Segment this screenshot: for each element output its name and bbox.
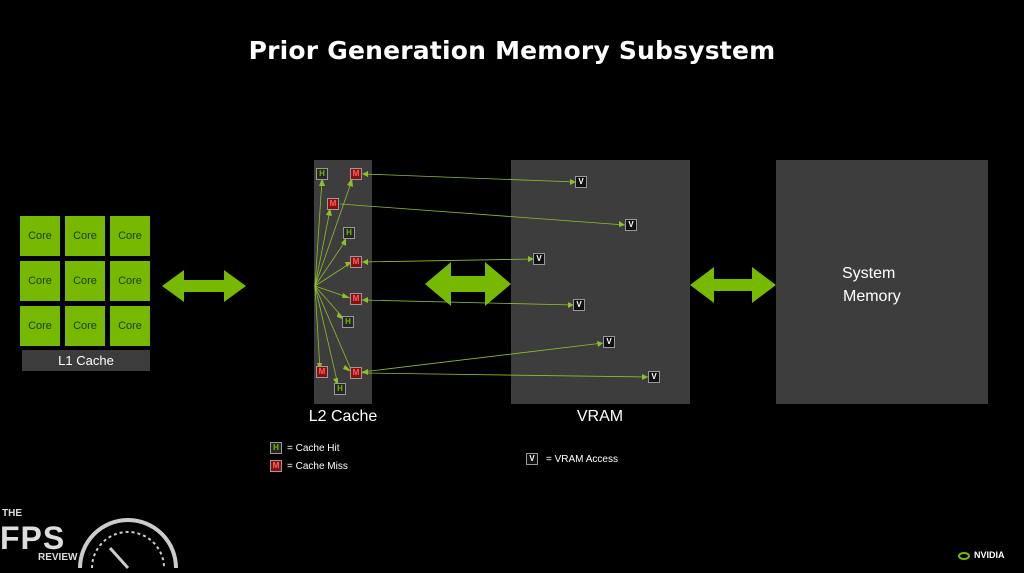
fan-arrowhead <box>343 365 352 372</box>
vram-line <box>363 173 577 183</box>
system-memory-line2: Memory <box>843 288 901 305</box>
fan-arrowhead <box>341 238 346 246</box>
core-grid: Core Core Core Core Core Core Core Core … <box>20 216 152 348</box>
vram-access-badge: V <box>603 336 615 348</box>
l2-vram-arrow <box>425 262 511 306</box>
vram-arrowhead <box>362 259 368 265</box>
vram-arrowhead <box>570 179 576 185</box>
gauge-icon <box>78 518 178 570</box>
l1-cache-label: L1 Cache <box>22 350 150 371</box>
logo-fps: FPS <box>0 520 66 556</box>
l2-cache-label: L2 Cache <box>308 408 378 425</box>
l1-l2-arrow <box>162 270 246 302</box>
vram-sysmem-arrow <box>690 267 776 303</box>
nvidia-logo: NVIDIA <box>958 550 1018 564</box>
vram-arrowhead <box>362 297 368 303</box>
core-cell: Core <box>65 261 105 301</box>
cache-miss-badge: M <box>327 198 339 210</box>
fan-line <box>314 261 353 287</box>
vram-arrowhead <box>619 221 625 227</box>
legend-hit-text: = Cache Hit <box>287 443 340 454</box>
fan-line <box>314 179 323 287</box>
vram-arrowhead <box>528 256 534 262</box>
system-memory-panel <box>776 160 988 404</box>
fan-line <box>314 239 347 287</box>
vram-line <box>361 258 535 263</box>
logo-review: REVIEW <box>38 552 78 563</box>
legend-hit-badge: H <box>270 442 282 454</box>
core-cell: Core <box>65 216 105 256</box>
core-cell: Core <box>20 216 60 256</box>
vram-arrowhead <box>568 302 574 308</box>
vram-line <box>361 342 604 373</box>
core-cell: Core <box>65 306 105 346</box>
core-cell: Core <box>110 216 150 256</box>
core-cell: Core <box>110 261 150 301</box>
system-memory-label: System Memory <box>842 262 942 308</box>
vram-panel <box>511 160 690 404</box>
fps-review-logo: THE FPS REVIEW <box>0 508 190 570</box>
fan-arrowhead <box>347 178 353 187</box>
cache-hit-badge: H <box>343 227 355 239</box>
logo-the: THE <box>2 508 22 519</box>
legend-miss-badge: M <box>270 460 282 472</box>
legend-vram-badge: V <box>526 453 538 465</box>
cache-hit-badge: H <box>334 383 346 395</box>
fan-line <box>314 179 353 287</box>
nvidia-eye-icon <box>958 552 970 560</box>
legend-miss-text: = Cache Miss <box>287 461 348 472</box>
vram-line <box>361 299 575 306</box>
legend-vram-text: = VRAM Access <box>546 454 618 465</box>
nvidia-wordmark: NVIDIA <box>974 550 1005 560</box>
fan-arrowhead <box>326 208 332 216</box>
vram-access-badge: V <box>533 253 545 265</box>
cache-miss-badge: M <box>350 256 362 268</box>
fan-line <box>314 285 321 371</box>
core-cell: Core <box>20 306 60 346</box>
cache-miss-badge: M <box>350 367 362 379</box>
vram-arrowhead <box>642 374 648 380</box>
cache-hit-badge: H <box>316 168 328 180</box>
vram-arrowhead <box>362 369 368 375</box>
cache-hit-badge: H <box>342 316 354 328</box>
vram-arrowhead <box>362 171 368 177</box>
vram-arrowhead <box>597 341 603 347</box>
vram-access-badge: V <box>573 299 585 311</box>
cache-miss-badge: M <box>350 293 362 305</box>
fan-arrowhead <box>319 178 325 186</box>
fan-line <box>314 285 353 373</box>
slide-title: Prior Generation Memory Subsystem <box>248 36 776 65</box>
core-cell: Core <box>20 261 60 301</box>
system-memory-line1: System <box>842 265 896 282</box>
vram-label: VRAM <box>576 408 624 425</box>
vram-access-badge: V <box>648 371 660 383</box>
fan-line <box>314 285 339 386</box>
vram-access-badge: V <box>575 176 587 188</box>
core-cell: Core <box>110 306 150 346</box>
vram-line <box>361 372 649 378</box>
l2-cache-panel <box>314 160 372 404</box>
cache-miss-badge: M <box>316 366 328 378</box>
cache-miss-badge: M <box>350 168 362 180</box>
fan-line <box>314 209 331 287</box>
vram-access-badge: V <box>625 219 637 231</box>
fan-arrowhead <box>342 293 350 298</box>
vram-line <box>339 203 626 226</box>
